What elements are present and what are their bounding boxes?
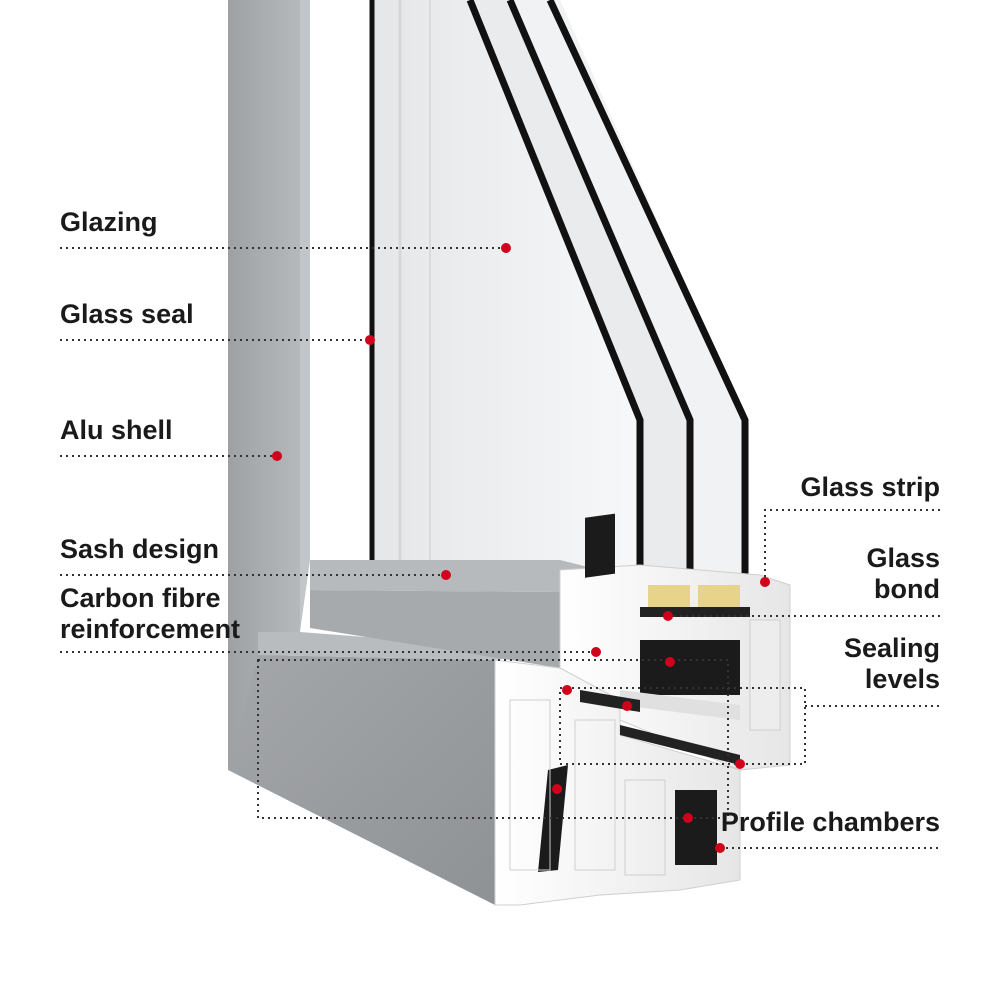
- label-glass-bond-line1: Glass: [866, 543, 940, 573]
- marker-glazing: [501, 243, 511, 253]
- label-glass-strip: Glass strip: [800, 472, 940, 502]
- marker-sealing-4: [735, 759, 745, 769]
- label-sealing-levels-line1: Sealing: [843, 633, 940, 663]
- marker-profile-chambers-1: [683, 813, 693, 823]
- label-sealing-levels-line2: levels: [864, 664, 940, 694]
- marker-sealing-1: [665, 657, 675, 667]
- sealing-levels-bracket: [559, 687, 806, 765]
- label-carbon-fibre-line2: reinforcement: [60, 614, 241, 644]
- sash-bar: [310, 560, 620, 668]
- marker-sealing-2: [562, 685, 572, 695]
- label-sash-design: Sash design: [60, 534, 220, 564]
- marker-carbon-fibre-1: [591, 647, 601, 657]
- label-carbon-fibre-line1: Carbon fibre: [60, 583, 221, 613]
- label-alu-shell: Alu shell: [60, 415, 173, 445]
- marker-alu-shell: [272, 451, 282, 461]
- marker-sash-design: [441, 570, 451, 580]
- marker-glass-strip: [760, 577, 770, 587]
- profile-chambers-bracket: [257, 659, 729, 819]
- label-glass-seal: Glass seal: [60, 299, 194, 329]
- marker-profile-chambers-2: [715, 843, 725, 853]
- leader-lines: [60, 247, 940, 849]
- label-glass-bond-line2: bond: [874, 574, 940, 604]
- alu-shell-frame: [228, 0, 560, 905]
- markers: [272, 243, 770, 853]
- glazing-panes: [369, 0, 749, 600]
- leader-glass-strip: [764, 509, 940, 582]
- label-glazing: Glazing: [60, 207, 158, 237]
- marker-glass-seal: [365, 335, 375, 345]
- marker-glass-bond: [663, 611, 673, 621]
- label-profile-chambers: Profile chambers: [720, 807, 940, 837]
- marker-carbon-fibre-2: [552, 784, 562, 794]
- marker-sealing-3: [622, 701, 632, 711]
